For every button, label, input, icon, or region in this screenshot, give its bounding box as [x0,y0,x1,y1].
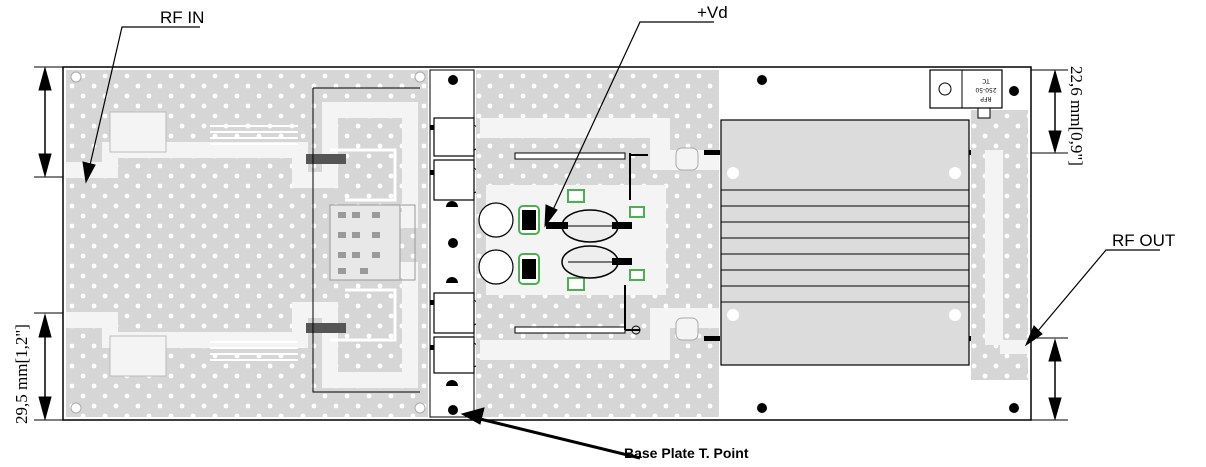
transistor-column [429,69,485,418]
base-plate-label: Base Plate T. Point [624,445,749,461]
chip-label-line-2: 250-50 [975,86,996,93]
callout-rf-out [1024,249,1160,347]
heat-sink [720,119,970,366]
rf-out-label: RF OUT [1112,231,1175,250]
rf-in-label: RF IN [160,8,204,27]
callout-vd [544,21,714,228]
left-dimension [34,66,63,421]
callout-rf-in [82,26,200,184]
left-dimension-label: 29,5 mm[1,2"] [12,324,31,424]
output-section: RFP 250-50 TC [704,69,1028,417]
base-plate-test-point [448,405,458,415]
output-match-pcb [476,70,719,417]
chip-label-line-1: RFP [980,95,992,102]
right-dimension [1031,69,1068,421]
right-dimension-label: 22,6 mm[0,9"] [1067,66,1086,166]
input-pcb [66,70,428,417]
callout-base-plate [460,407,641,460]
vd-label: +Vd [697,3,728,22]
chip-label-line-3: TC [982,77,991,84]
